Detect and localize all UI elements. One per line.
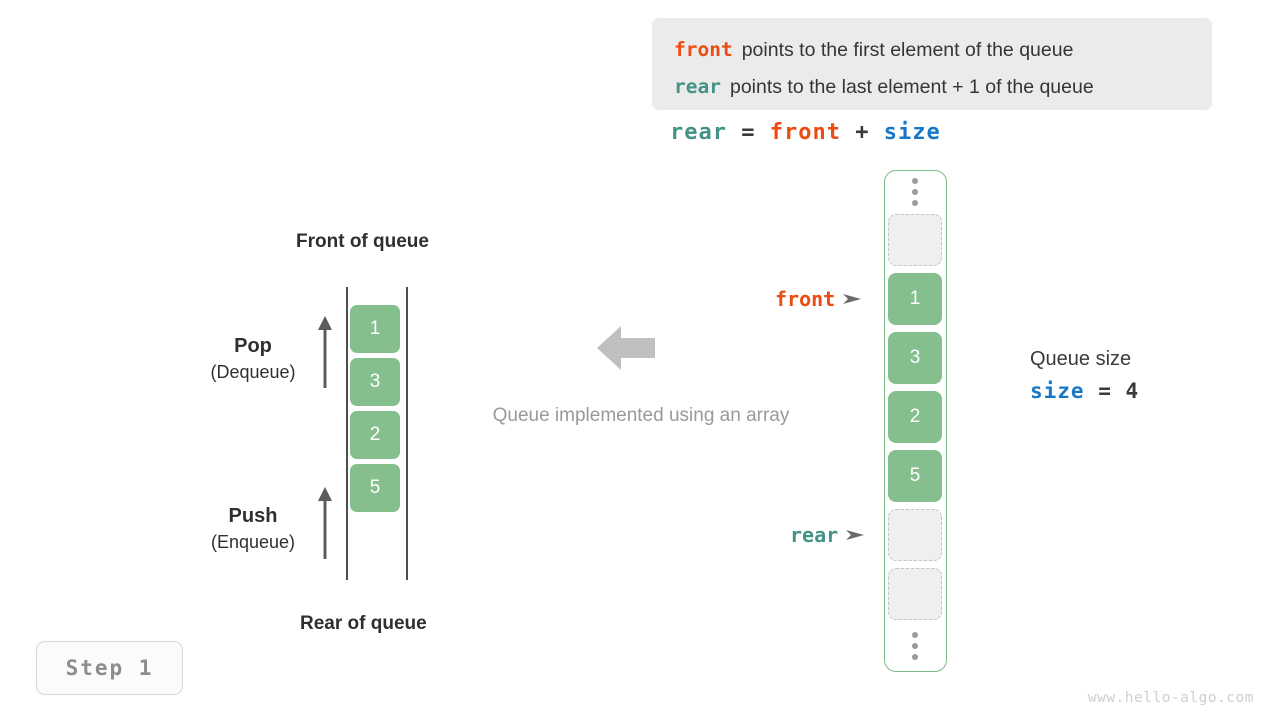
queue-cell: 3 xyxy=(350,358,400,406)
formula-size: size xyxy=(883,120,941,145)
queue-cell: 5 xyxy=(350,464,400,512)
formula-plus: + xyxy=(855,120,870,145)
queue-size-title: Queue size xyxy=(1030,348,1132,370)
formula-equals: = xyxy=(741,120,756,145)
queue-cell: 1 xyxy=(350,305,400,353)
info-line-rear: rear points to the last element + 1 of th… xyxy=(674,68,1190,105)
arrow-right-icon xyxy=(846,530,865,540)
info-rear-text: points to the last element + 1 of the qu… xyxy=(729,76,1094,98)
push-up-arrow-icon xyxy=(318,487,332,559)
array-slot-filled: 2 xyxy=(888,391,942,443)
formula-expression: rear = front + size xyxy=(670,120,941,145)
watermark: www.hello-algo.com xyxy=(1087,690,1254,706)
rear-pointer-label: rear xyxy=(790,523,839,547)
queue-rail-right xyxy=(406,287,408,580)
rear-pointer: rear xyxy=(790,523,865,547)
left-arrow-icon xyxy=(597,326,655,370)
array-slot-empty xyxy=(888,214,942,266)
info-front-text: points to the first element of the queue xyxy=(741,39,1074,61)
info-box: front points to the first element of the … xyxy=(652,18,1212,110)
pop-title: Pop xyxy=(234,335,272,357)
array-container xyxy=(884,170,947,672)
array-bottom-ellipsis-icon xyxy=(888,628,942,664)
push-title: Push xyxy=(228,505,278,527)
queue-size-block: Queue size size = 4 xyxy=(1030,344,1139,408)
size-equals: = xyxy=(1098,379,1112,403)
array-slot-filled: 5 xyxy=(888,450,942,502)
array-slot-empty xyxy=(888,568,942,620)
rear-keyword: rear xyxy=(674,75,721,98)
front-pointer: front xyxy=(775,287,862,311)
array-top-ellipsis-icon xyxy=(888,174,942,210)
size-value: 4 xyxy=(1125,379,1140,403)
arrow-right-icon xyxy=(843,294,862,304)
queue-size-expression: size = 4 xyxy=(1030,374,1139,408)
queue-rail-left xyxy=(346,287,348,580)
pop-up-arrow-icon xyxy=(318,316,332,388)
push-subtitle: (Enqueue) xyxy=(210,532,296,552)
center-caption: Queue implemented using an array xyxy=(492,405,790,426)
rear-of-queue-label: Rear of queue xyxy=(300,613,427,634)
formula-rear: rear xyxy=(670,120,727,145)
front-pointer-label: front xyxy=(775,287,836,311)
step-badge: Step 1 xyxy=(36,641,183,695)
array-slot-filled: 3 xyxy=(888,332,942,384)
array-slot-filled: 1 xyxy=(888,273,942,325)
info-line-front: front points to the first element of the … xyxy=(674,31,1190,68)
queue-cell: 2 xyxy=(350,411,400,459)
array-slot-empty xyxy=(888,509,942,561)
formula-front: front xyxy=(769,120,841,145)
push-label: Push (Enqueue) xyxy=(178,503,328,555)
front-keyword: front xyxy=(674,38,733,61)
front-of-queue-label: Front of queue xyxy=(296,231,429,252)
size-variable: size xyxy=(1030,379,1085,403)
pop-label: Pop (Dequeue) xyxy=(178,333,328,385)
pop-subtitle: (Dequeue) xyxy=(210,362,296,382)
